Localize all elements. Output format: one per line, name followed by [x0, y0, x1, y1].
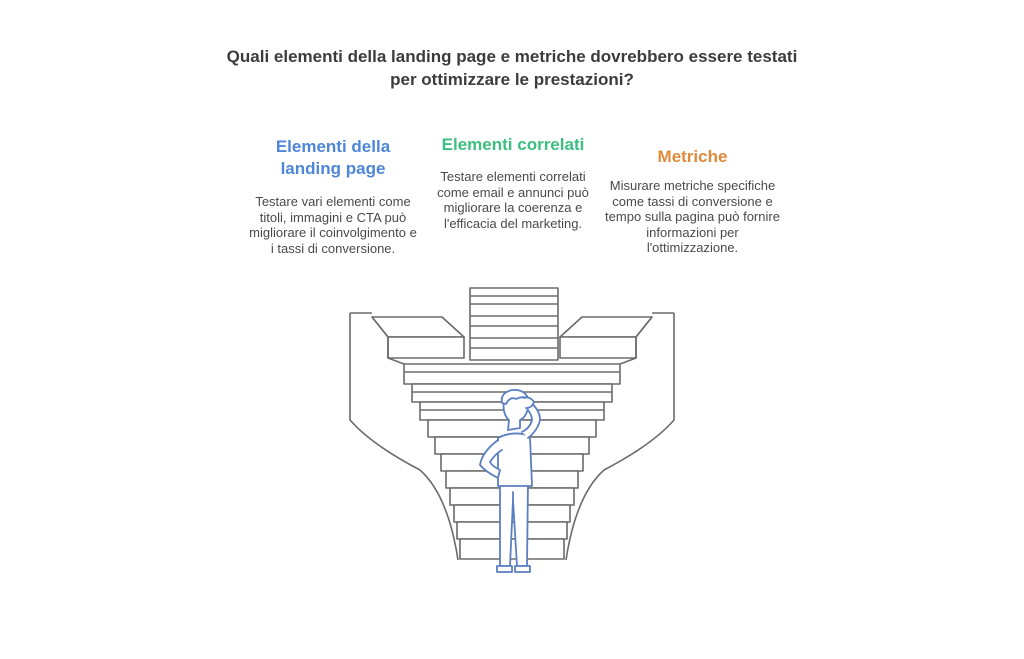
column-landing-elements: Elementi della landing page Testare vari…: [248, 136, 418, 256]
heading-related-elements: Elementi correlati: [441, 135, 585, 154]
text-metrics: Misurare metriche specifiche come tassi …: [605, 178, 780, 255]
heading-landing-elements: Elementi della landing page: [275, 137, 391, 178]
person-thinking-icon: [479, 389, 541, 573]
heading-metrics: Metriche: [657, 147, 728, 166]
text-landing-elements: Testare vari elementi come titoli, immag…: [249, 194, 417, 256]
text-related-elements: Testare elementi correlati come email e …: [437, 169, 589, 231]
column-metrics: Metriche Misurare metriche specifiche co…: [605, 146, 780, 256]
column-related-elements: Elementi correlati Testare elementi corr…: [428, 134, 598, 231]
page-title: Quali elementi della landing page e metr…: [226, 47, 798, 89]
